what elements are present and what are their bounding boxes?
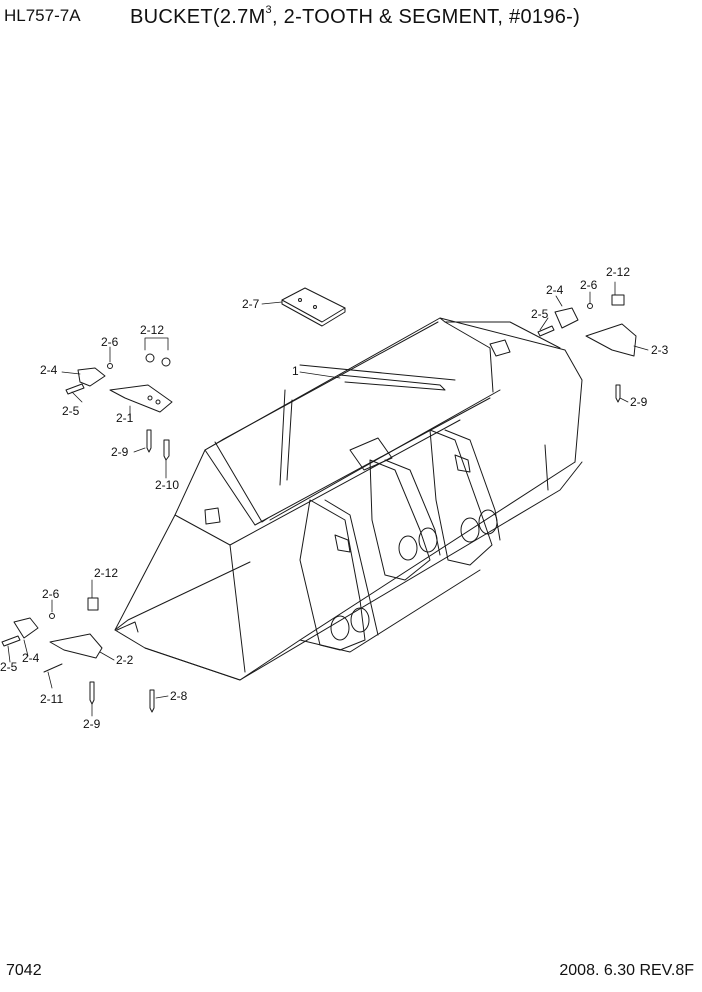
callout-2-8: 2-8 — [170, 689, 188, 703]
wear-plate — [281, 287, 346, 327]
callout-2-6-left-lower: 2-6 — [42, 587, 60, 601]
bucket-body — [114, 317, 583, 681]
callout-2-4-right: 2-4 — [546, 283, 564, 297]
callout-2-6-right: 2-6 — [580, 278, 598, 292]
mounting-brackets — [299, 429, 501, 653]
callout-2-12-left-upper: 2-12 — [140, 323, 164, 337]
callout-2-10: 2-10 — [155, 478, 179, 492]
callout-2-4-left-upper: 2-4 — [40, 363, 58, 377]
callout-2-5-left-upper: 2-5 — [62, 404, 80, 418]
callout-2-12-right: 2-12 — [606, 265, 630, 279]
callout-2-9-right: 2-9 — [630, 395, 648, 409]
callout-2-12-left-lower: 2-12 — [94, 566, 118, 580]
title-superscript: 3 — [265, 4, 272, 17]
tooth-assembly-left-lower — [1, 597, 155, 713]
model-code: HL757-7A — [4, 6, 81, 25]
callout-2-5-left-lower: 2-5 — [0, 660, 18, 674]
page-number: 7042 — [6, 962, 42, 979]
title-main: BUCKET(2.7M — [130, 6, 266, 28]
callout-2-2: 2-2 — [116, 653, 134, 667]
callout-2-9-left-upper: 2-9 — [111, 445, 129, 459]
callout-2-11: 2-11 — [40, 692, 63, 706]
page-title: BUCKET(2.7M3, 2-TOOTH & SEGMENT, #0196-) — [130, 4, 581, 29]
date-revision: 2008. 6.30 REV.8F — [559, 962, 694, 979]
title-rest: , 2-TOOTH & SEGMENT, #0196-) — [271, 6, 581, 28]
callout-2-9-left-lower: 2-9 — [83, 717, 101, 731]
tooth-assembly-right — [537, 294, 637, 403]
callout-2-6-left-upper: 2-6 — [101, 335, 119, 349]
callout-1: 1 — [292, 364, 299, 378]
callout-2-5-right: 2-5 — [531, 307, 549, 321]
callout-labels: 1 2-7 2-12 2-6 2-4 2-5 2-1 2-9 2-10 2-12… — [0, 265, 669, 731]
callout-2-3: 2-3 — [651, 343, 669, 357]
callout-2-4-left-lower: 2-4 — [22, 651, 40, 665]
callout-2-1: 2-1 — [116, 411, 134, 425]
leader-lines — [7, 281, 649, 717]
tooth-assembly-left-upper — [65, 353, 173, 461]
callout-2-7: 2-7 — [242, 297, 260, 311]
